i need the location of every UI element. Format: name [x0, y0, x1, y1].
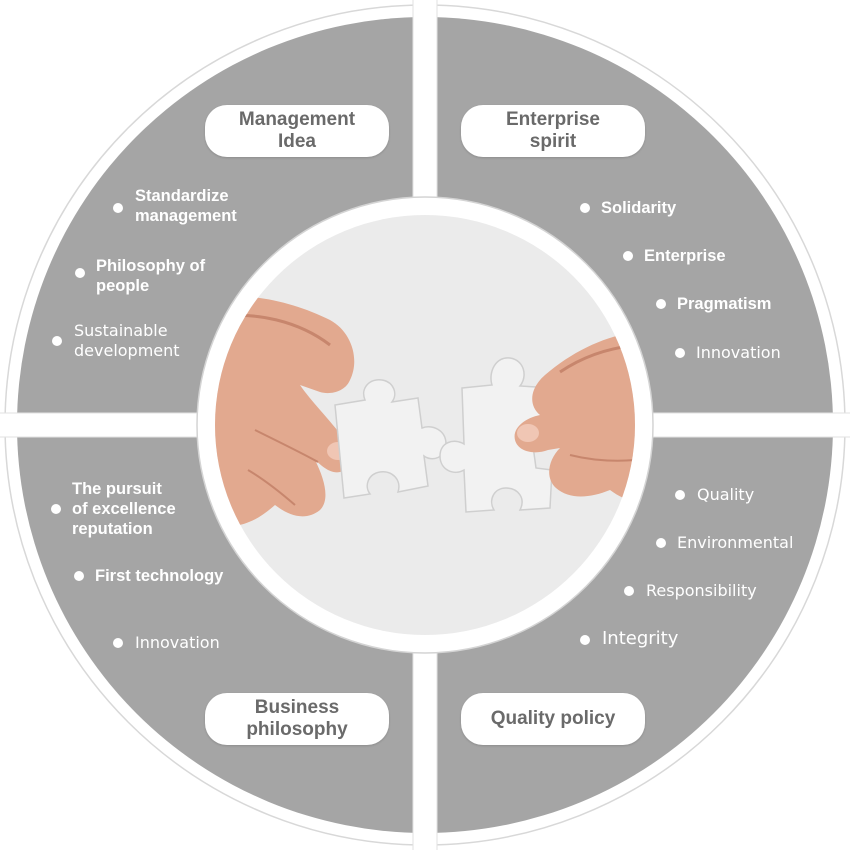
quadrant-title-management-idea: Management Idea [205, 105, 389, 157]
bullet-dot [74, 571, 84, 581]
bullet-dot [52, 336, 62, 346]
bullet-dot [675, 490, 685, 500]
bullet-dot [51, 504, 61, 514]
bullet-dot [580, 203, 590, 213]
bullet-dot [656, 299, 666, 309]
bullet-dot [113, 638, 123, 648]
list-item: Solidarity [601, 199, 677, 217]
list-item: First technology [95, 567, 224, 585]
left-hand-graphic [215, 296, 355, 527]
list-item: Standardize management [135, 187, 237, 225]
right-puzzle-piece [439, 357, 555, 513]
list-item: Responsibility [646, 581, 757, 600]
quadrant-title-business-philosophy: Business philosophy [205, 693, 389, 745]
bullet-dot [580, 635, 590, 645]
bullet-dot [623, 251, 633, 261]
list-item: Pragmatism [677, 295, 772, 313]
bullet-dot [624, 586, 634, 596]
quadrant-title-quality-policy: Quality policy [461, 693, 645, 745]
list-item: Quality [697, 485, 755, 504]
bullet-dot [675, 348, 685, 358]
center-image [215, 215, 635, 635]
list-item: Philosophy of people [96, 257, 206, 295]
list-item: The pursuit of excellence reputation [72, 480, 176, 538]
list-item: Sustainable development [74, 321, 180, 360]
bullet-dot [113, 203, 123, 213]
list-item: Integrity [602, 628, 679, 649]
list-item: Environmental [677, 533, 794, 552]
bullet-dot [656, 538, 666, 548]
bullet-dot [75, 268, 85, 278]
right-hand-graphic [514, 330, 635, 503]
quadrant-title-enterprise-spirit: Enterprise spirit [461, 105, 645, 157]
list-item: Enterprise [644, 247, 726, 265]
list-item: Innovation [135, 633, 220, 652]
list-item: Innovation [696, 343, 781, 362]
